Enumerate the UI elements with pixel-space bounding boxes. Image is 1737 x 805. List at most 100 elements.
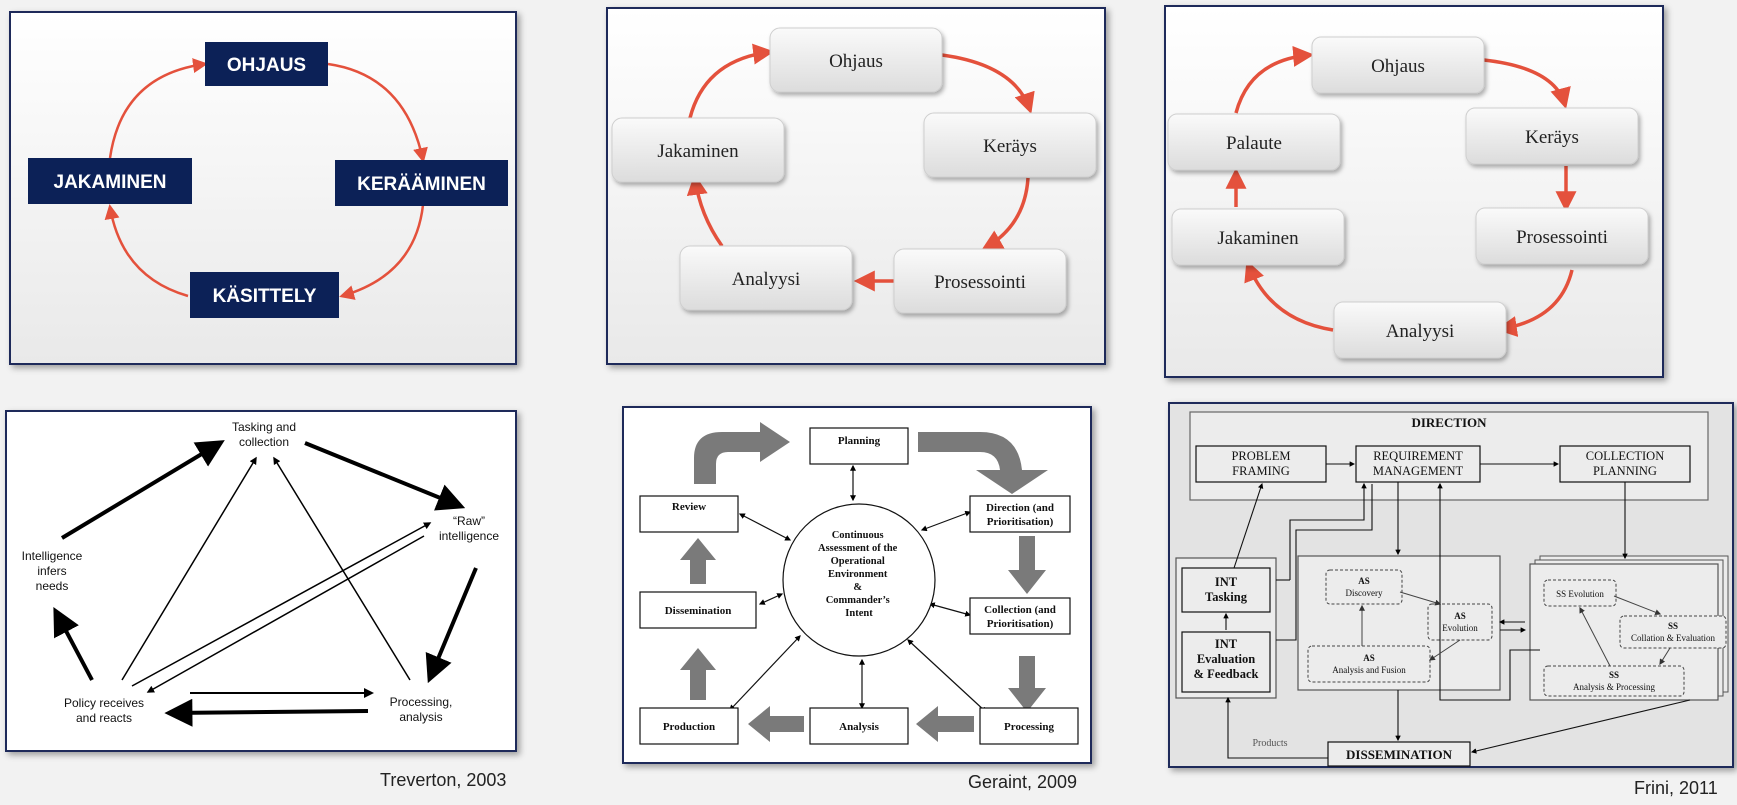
node2-keraeys-label: Keräys — [983, 136, 1037, 157]
big-arrow-collection-processing — [1008, 656, 1046, 712]
node-jakaminen-label: JAKAMINEN — [54, 172, 167, 193]
node-kasittely: KÄSITTELY — [190, 272, 339, 318]
link-center-production — [729, 635, 801, 711]
box-planning — [809, 427, 909, 465]
caption-treverton: Treverton, 2003 — [380, 770, 507, 790]
arrow-processing-raw — [146, 535, 425, 693]
frini-direction-label: DIRECTION — [1411, 415, 1487, 430]
node2-jakaminen: Jakaminen — [611, 117, 785, 183]
node-ohjaus-label: OHJAUS — [227, 55, 306, 76]
box-int-tasking — [1181, 567, 1271, 613]
node-processing-label: Processing,analysis — [390, 695, 453, 724]
node3-jakaminen: Jakaminen — [1171, 208, 1345, 266]
production-label: Production — [663, 721, 715, 733]
node2-ohjaus-label: Ohjaus — [829, 51, 883, 72]
node2-prosessointi: Prosessointi — [893, 248, 1067, 314]
node3-keraeys-label: Keräys — [1525, 127, 1579, 148]
link-center-processing — [907, 639, 987, 713]
node3-prosessointi: Prosessointi — [1475, 207, 1649, 265]
box-dissemination — [639, 591, 757, 629]
node3-jakaminen-label: Jakaminen — [1217, 228, 1299, 249]
box-analysis — [809, 707, 909, 745]
arrow-infers-tasking — [60, 440, 225, 540]
node-kasittely-label: KÄSITTELY — [213, 286, 317, 307]
node3-analyysi-label: Analyysi — [1386, 321, 1455, 342]
cycle-1-diagram: OHJAUS KERÄÄMINEN KÄSITTELY JAKAMINEN — [28, 42, 508, 318]
big-arrow-direction-collection — [1008, 536, 1046, 594]
arrow-jakaminen-ohjaus — [108, 58, 208, 159]
node3-palaute: Palaute — [1167, 113, 1341, 171]
arrow-ohjaus-keraaminen — [327, 62, 428, 163]
link-center-dissemination — [758, 593, 784, 605]
node3-keraeys: Keräys — [1465, 107, 1639, 165]
big-arrow-dissemination-review — [680, 538, 716, 584]
node-keraaminen-label: KERÄÄMINEN — [357, 174, 486, 195]
link-center-review — [738, 513, 792, 541]
box-problem-framing — [1195, 445, 1327, 483]
box-collection — [969, 597, 1071, 635]
arrow-policy-tasking — [121, 456, 257, 681]
panel-treverton — [5, 410, 517, 752]
box-as-analysis — [1307, 645, 1431, 683]
products-label: Products — [1253, 738, 1288, 749]
processing-label: Processing — [1004, 721, 1054, 733]
node-jakaminen: JAKAMINEN — [28, 158, 192, 204]
center-circle — [782, 503, 936, 657]
box-as-discovery — [1325, 569, 1403, 605]
box-review — [639, 495, 739, 533]
arrow-jakaminen-ohjaus — [688, 43, 775, 119]
node2-prosessointi-label: Prosessointi — [934, 272, 1026, 293]
node2-jakaminen-label: Jakaminen — [657, 141, 739, 162]
box-ss-evolution — [1543, 579, 1617, 607]
dissemination-label: DISSEMINATION — [1346, 747, 1453, 762]
cycle-3-diagram: Ohjaus Keräys Prosessointi Analyysi Jaka… — [1167, 36, 1649, 359]
box-production — [639, 707, 739, 745]
big-arrow-processing-analysis — [916, 706, 974, 742]
box-as-evolution — [1427, 603, 1493, 641]
arrow-kasittely-jakaminen — [104, 204, 189, 298]
box-requirement-mgmt — [1355, 445, 1481, 483]
big-arrow-planning-direction — [918, 432, 1048, 494]
box-ss-analysis — [1543, 665, 1685, 697]
node3-palaute-label: Palaute — [1226, 133, 1282, 154]
caption-geraint: Geraint, 2009 — [968, 772, 1078, 792]
arrow-keraaminen-kasittely — [339, 204, 425, 300]
big-arrow-review-planning — [694, 422, 790, 484]
node3-ohjaus: Ohjaus — [1311, 36, 1485, 94]
box-int-eval — [1181, 631, 1271, 693]
node3-prosessointi-label: Prosessointi — [1516, 227, 1608, 248]
link-center-direction — [920, 510, 972, 532]
arrow-tasking-raw — [304, 441, 466, 511]
node-raw-label: “Raw”intelligence — [439, 514, 499, 543]
arrow-policy-raw — [131, 522, 432, 687]
analysis-label: Analysis — [839, 721, 879, 733]
arrow-policy-infers — [53, 607, 94, 681]
arrow-ohjaus-keraeys — [941, 53, 1035, 114]
box-processing — [979, 707, 1079, 745]
cycle-2-diagram: Ohjaus Keräys Prosessointi Analyysi Jaka… — [611, 27, 1097, 314]
big-arrow-analysis-production — [748, 706, 804, 742]
ss-evolution-label: SS Evolution — [1556, 589, 1604, 599]
arrow3-palaute-ohjaus — [1234, 45, 1315, 114]
dissemination-label: Dissemination — [665, 605, 732, 617]
node2-analyysi: Analyysi — [679, 245, 853, 311]
arrow-keraeys-prosessointi — [981, 177, 1030, 251]
node-keraaminen: KERÄÄMINEN — [335, 160, 508, 206]
node2-keraeys: Keräys — [923, 112, 1097, 178]
box-dissemination — [1327, 741, 1471, 767]
